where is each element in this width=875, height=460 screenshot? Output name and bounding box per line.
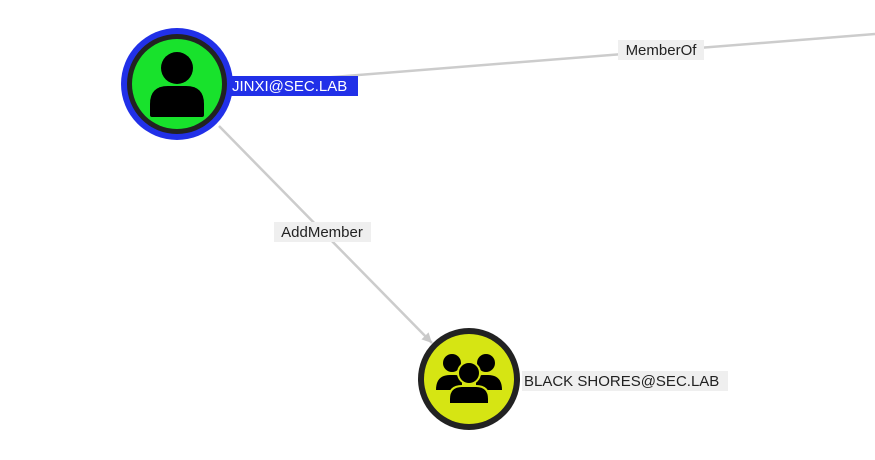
node-user-label[interactable]: JINXI@SEC.LAB — [232, 78, 347, 95]
group-icon — [436, 354, 502, 405]
node-group-label[interactable]: BLACK SHORES@SEC.LAB — [524, 373, 719, 390]
user-icon — [150, 52, 204, 117]
edge-memberof-label-bg — [618, 40, 704, 60]
node-user-label-bg — [230, 76, 358, 96]
edge-addmember[interactable]: AddMember — [218, 125, 433, 344]
node-group[interactable]: BLACK SHORES@SEC.LAB — [418, 328, 728, 430]
edge-memberof-label: MemberOf — [626, 42, 698, 59]
edge-addmember-label: AddMember — [281, 224, 363, 241]
node-user[interactable]: JINXI@SEC.LAB — [121, 28, 358, 140]
node-group-label-bg — [522, 371, 728, 391]
edge-addmember-label-bg — [274, 222, 371, 242]
